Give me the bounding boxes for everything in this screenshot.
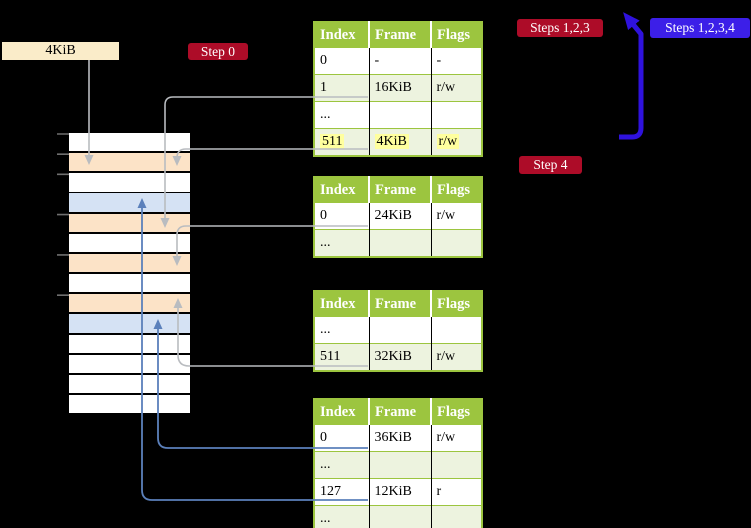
highlight-mark: r/w: [436, 134, 460, 149]
column-header-flags: Flags: [430, 177, 482, 203]
table-cell: 0: [314, 424, 369, 452]
table-cell: [430, 229, 482, 257]
memory-row-2: [69, 153, 190, 172]
column-header-index: Index: [314, 399, 369, 425]
table-cell: 0: [314, 47, 369, 75]
column-header-frame: Frame: [368, 399, 431, 425]
column-header-frame: Frame: [368, 177, 431, 203]
memory-row-11: [69, 334, 190, 353]
memory-row-12: [69, 354, 190, 373]
table-cell: [368, 229, 431, 257]
column-header-flags: Flags: [430, 291, 482, 317]
table-cell: -: [368, 47, 431, 75]
table-cell: [368, 451, 431, 479]
table-row: ...: [314, 101, 482, 129]
table-cell: r/w: [430, 202, 482, 230]
table-row: 0--: [314, 47, 482, 75]
table-cell: ...: [314, 505, 369, 528]
step0-badge: Step 0: [188, 43, 248, 60]
table-row: ...: [314, 229, 482, 257]
column-header-index: Index: [314, 22, 369, 48]
table-cell: r/w: [430, 128, 482, 156]
physical-memory-stack: [69, 133, 190, 416]
table-cell: 4KiB: [368, 128, 431, 156]
table-cell: 511: [314, 128, 369, 156]
table-cell: [430, 316, 482, 344]
memory-row-6: [69, 233, 190, 253]
table-cell: r/w: [430, 424, 482, 452]
table-cell: 36KiB: [368, 424, 431, 452]
table-cell: r/w: [430, 74, 482, 102]
table-cell: 127: [314, 478, 369, 506]
table-cell: [430, 505, 482, 528]
table-cell: [430, 451, 482, 479]
steps-123-badge: Steps 1,2,3: [517, 19, 603, 37]
table-cell: ...: [314, 451, 369, 479]
highlight-mark: 4KiB: [374, 134, 409, 149]
table-cell: [430, 101, 482, 129]
step4-badge: Step 4: [519, 156, 582, 174]
column-header-index: Index: [314, 291, 369, 317]
table-row: ...: [314, 505, 482, 528]
table-cell: 24KiB: [368, 202, 431, 230]
table-cell: [368, 316, 431, 344]
memory-row-10: [69, 314, 190, 333]
table-cell: 1: [314, 74, 369, 102]
column-header-index: Index: [314, 177, 369, 203]
table-cell: r/w: [430, 343, 482, 371]
column-header-flags: Flags: [430, 399, 482, 425]
memory-row-8: [69, 274, 190, 293]
memory-row-4: [69, 193, 190, 212]
table-cell: [368, 101, 431, 129]
column-header-flags: Flags: [430, 22, 482, 48]
page-size-label: 4KiB: [2, 42, 119, 60]
memory-row-13: [69, 374, 190, 394]
highlight-mark: 511: [320, 134, 345, 149]
table-cell: 32KiB: [368, 343, 431, 371]
table-cell: r: [430, 478, 482, 506]
table-cell: ...: [314, 316, 369, 344]
table-cell: 0: [314, 202, 369, 230]
memory-address-ticks: [57, 133, 69, 296]
memory-row-7: [69, 253, 190, 273]
arrow-steps-flow-to-table1: [619, 12, 644, 140]
table-cell: ...: [314, 101, 369, 129]
table-cell: 12KiB: [368, 478, 431, 506]
table-row: ...: [314, 451, 482, 479]
table-row: ...: [314, 316, 482, 344]
memory-row-5: [69, 213, 190, 232]
table-cell: 16KiB: [368, 74, 431, 102]
memory-row-9: [69, 294, 190, 313]
table-cell: [368, 505, 431, 528]
column-header-frame: Frame: [368, 291, 431, 317]
table-cell: 511: [314, 343, 369, 371]
memory-row-14: [69, 394, 190, 414]
table-cell: ...: [314, 229, 369, 257]
memory-row-1: [69, 133, 190, 152]
memory-row-3: [69, 173, 190, 192]
table-cell: -: [430, 47, 482, 75]
column-header-frame: Frame: [368, 22, 431, 48]
table-row: 511 4KiB r/w: [314, 128, 482, 156]
steps-1234-badge: Steps 1,2,3,4: [650, 18, 750, 38]
